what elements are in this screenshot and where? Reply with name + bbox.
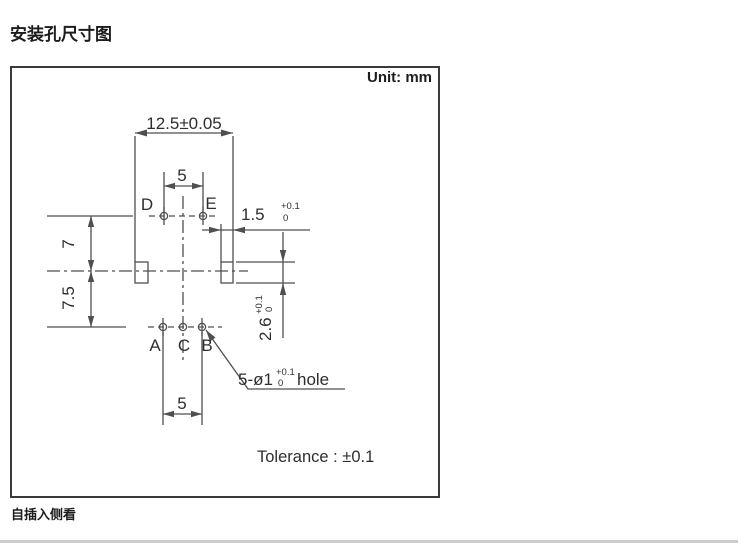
- arrowheads: [87, 129, 287, 418]
- dim-slot-height-tol-lower: 0: [264, 307, 275, 312]
- hole-label-d: D: [141, 195, 153, 214]
- hole-label-c: C: [178, 336, 190, 355]
- hole-a: [158, 322, 168, 332]
- page-title: 安装孔尺寸图: [10, 25, 112, 44]
- unit-label: Unit: mm: [367, 69, 432, 86]
- hole-note-tol-lower: 0: [278, 378, 283, 389]
- hole-note-tol-upper: +0.1: [276, 367, 295, 378]
- dim-slot-height-tol-upper: +0.1: [254, 295, 265, 314]
- hole-label-b: B: [201, 336, 212, 355]
- hole-label-a: A: [149, 336, 161, 355]
- dim-lower-height-label: 7.5: [59, 286, 78, 310]
- hole-note-prefix: 5-ø1: [238, 370, 273, 389]
- hole-c: [178, 322, 188, 332]
- dim-slot-height-group: 2.6 +0.1 0: [254, 295, 275, 341]
- view-caption: 自插入侧看: [11, 507, 77, 522]
- hole-note-leader: [205, 329, 345, 390]
- dim-slot-width-tol-upper: +0.1: [281, 201, 300, 212]
- dim-slot-height-label: 2.6: [256, 317, 275, 341]
- hole-b: [197, 322, 207, 332]
- right-slot: [220, 261, 234, 284]
- dim-slot-width-tol-lower: 0: [283, 213, 288, 224]
- hole-label-e: E: [205, 194, 216, 213]
- dim-overall-width-label: 12.5±0.05: [146, 114, 222, 133]
- dim-slot-width-label: 1.5: [241, 205, 265, 224]
- left-slot: [134, 261, 149, 284]
- hole-e: [198, 211, 208, 221]
- drawing-panel: Unit: mm: [10, 66, 440, 498]
- bottom-divider: [0, 540, 738, 543]
- hole-note-suffix: hole: [297, 370, 329, 389]
- tolerance-note: Tolerance : ±0.1: [257, 448, 374, 466]
- mounting-hole-diagram: 12.5±0.05 5 1.5 +0.1 0 7 7.5 2.6 +0.1 0 …: [47, 114, 374, 466]
- dim-bottom-pitch-label: 5: [177, 394, 186, 413]
- hole-d: [159, 211, 169, 221]
- dim-upper-height-label: 7: [59, 239, 78, 248]
- dim-top-pitch-label: 5: [177, 166, 186, 185]
